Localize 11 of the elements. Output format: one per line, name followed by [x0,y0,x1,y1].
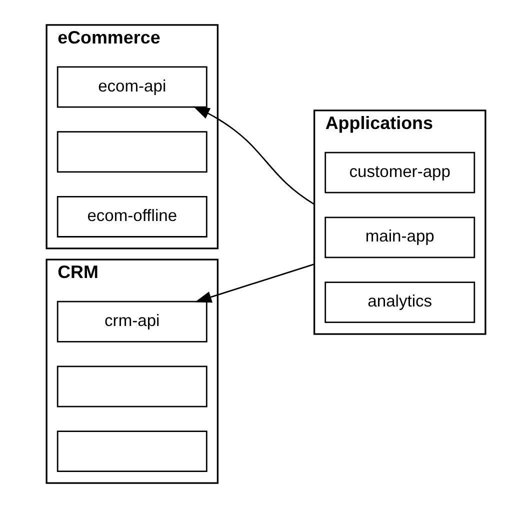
node-box: ecom-api [56,66,208,108]
node-box [56,131,208,173]
node-box: ecom-offline [56,196,208,238]
node-box [56,366,208,408]
arrow [193,106,315,205]
node-box: crm-api [56,300,208,342]
node-box: customer-app [324,152,476,194]
node-box: analytics [324,282,476,323]
arrow [194,264,315,303]
node-box [56,430,208,472]
node-box: main-app [324,216,476,258]
